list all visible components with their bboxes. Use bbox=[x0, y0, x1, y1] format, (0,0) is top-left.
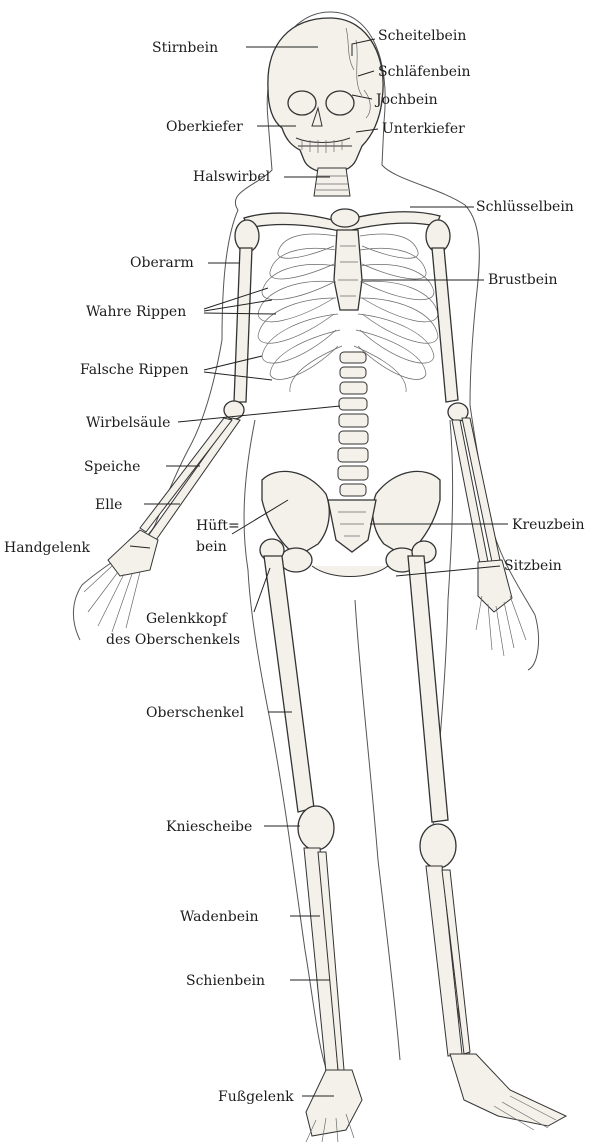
label-fussgelenk: Fußgelenk bbox=[218, 1089, 294, 1105]
right-leg bbox=[408, 556, 566, 1130]
label-stirnbein: Stirnbein bbox=[152, 40, 218, 56]
ribs-right bbox=[354, 234, 438, 392]
label-brustbein: Brustbein bbox=[488, 272, 558, 288]
label-gelenkkopf-1: Gelenkkopf bbox=[146, 611, 229, 627]
right-hand bbox=[476, 560, 526, 656]
label-speiche: Speiche bbox=[84, 459, 140, 475]
label-wirbelsaeule: Wirbelsäule bbox=[86, 415, 170, 431]
label-jochbein: Jochbein bbox=[374, 92, 438, 108]
vertebrae bbox=[338, 352, 368, 496]
shoulder-girdle bbox=[244, 209, 440, 232]
label-kniescheibe: Kniescheibe bbox=[166, 819, 252, 835]
label-schienbein: Schienbein bbox=[186, 973, 265, 989]
label-oberkiefer: Oberkiefer bbox=[166, 119, 243, 135]
label-halswirbel: Halswirbel bbox=[193, 169, 271, 185]
left-leg bbox=[264, 556, 362, 1142]
label-sitzbein: Sitzbein bbox=[504, 558, 562, 574]
label-falsche-rippen: Falsche Rippen bbox=[80, 362, 189, 378]
label-handgelenk: Handgelenk bbox=[4, 540, 91, 556]
ribs-left bbox=[258, 234, 342, 392]
left-foot bbox=[306, 1070, 362, 1142]
label-hueftbein-1: Hüft= bbox=[196, 518, 240, 534]
label-scheitelbein: Scheitelbein bbox=[378, 28, 466, 44]
right-foot bbox=[450, 1054, 566, 1130]
label-oberarm: Oberarm bbox=[130, 255, 194, 271]
label-gelenkkopf-2: des Oberschenkels bbox=[106, 632, 240, 648]
label-hueftbein-2: bein bbox=[196, 539, 227, 555]
label-wadenbein: Wadenbein bbox=[180, 909, 259, 925]
label-schlaefenbein: Schläfenbein bbox=[378, 64, 471, 80]
label-kreuzbein: Kreuzbein bbox=[512, 517, 585, 533]
label-wahre-rippen: Wahre Rippen bbox=[86, 304, 186, 320]
label-schluesselbein: Schlüsselbein bbox=[476, 199, 574, 215]
label-oberschenkel: Oberschenkel bbox=[146, 705, 245, 721]
label-elle: Elle bbox=[95, 497, 122, 513]
label-unterkiefer: Unterkiefer bbox=[382, 121, 465, 137]
